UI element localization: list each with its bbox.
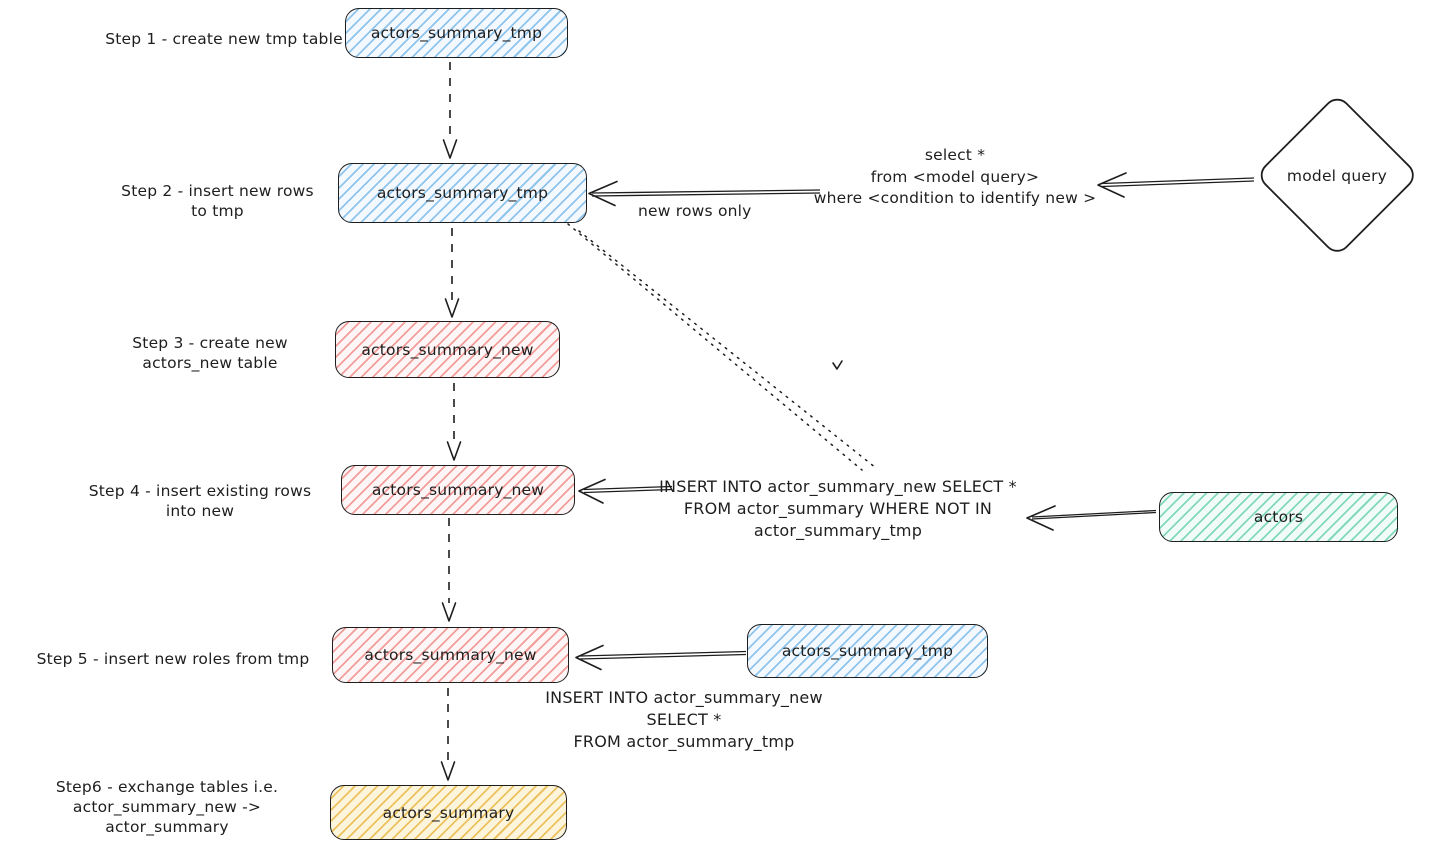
node-label: actors_summary — [382, 803, 515, 822]
arrow-select-query-to-step2[interactable] — [588, 180, 821, 207]
node-actors-table[interactable]: actors — [1159, 492, 1398, 542]
node-label: actors_summary_new — [371, 481, 545, 499]
node-step4-new-table[interactable]: actors_summary_new — [341, 465, 575, 515]
new-rows-only-label: new rows only — [638, 202, 752, 220]
arrow-model-query-to-select-query[interactable] — [1097, 172, 1255, 198]
arrow-step3-to-step4[interactable] — [446, 383, 462, 461]
model-query-diamond[interactable] — [1256, 94, 1418, 256]
step-6-label: Step6 - exchange tables i.e. actor_summa… — [55, 778, 279, 836]
dotted-link-step2-to-insert-existing[interactable] — [567, 223, 877, 471]
node-label: actors_summary_new — [361, 340, 534, 359]
step-2-label: Step 2 - insert new rows to tmp — [121, 182, 314, 220]
stray-mark — [832, 360, 843, 370]
select-query-annotation: select * from <model query> where <condi… — [813, 146, 1097, 207]
step-4-label: Step 4 - insert existing rows into new — [88, 482, 312, 520]
arrow-step1-to-step2[interactable] — [442, 62, 458, 159]
arrow-step4-to-step5[interactable] — [441, 518, 457, 622]
node-tmp-source-table[interactable]: actors_summary_tmp — [747, 624, 988, 678]
node-step6-summary-table[interactable]: actors_summary — [330, 785, 567, 840]
node-label: actors — [1253, 508, 1304, 526]
node-label: actors_summary_tmp — [376, 184, 549, 202]
node-label: actors_summary_tmp — [370, 24, 543, 42]
node-step5-new-table[interactable]: actors_summary_new — [332, 627, 569, 683]
node-label: actors_summary_tmp — [781, 642, 954, 660]
model-query-diamond-label: model query — [1286, 167, 1388, 185]
arrow-actors-to-insert-existing[interactable] — [1026, 505, 1157, 531]
arrow-step5-to-step6[interactable] — [440, 688, 456, 781]
insert-from-tmp-sql-annotation: INSERT INTO actor_summary_new SELECT * F… — [545, 688, 823, 751]
arrow-tmp-source-to-step5[interactable] — [575, 644, 747, 671]
node-step1-tmp-table[interactable]: actors_summary_tmp — [345, 8, 568, 58]
step-1-label: Step 1 - create new tmp table — [105, 30, 343, 48]
arrow-insert-existing-to-step4[interactable] — [578, 478, 673, 504]
step-5-label: Step 5 - insert new roles from tmp — [36, 650, 310, 668]
insert-existing-sql-annotation: INSERT INTO actor_summary_new SELECT * F… — [659, 477, 1017, 540]
node-step2-tmp-table[interactable]: actors_summary_tmp — [338, 163, 587, 223]
node-label: actors_summary_new — [364, 646, 537, 664]
node-step3-new-table[interactable]: actors_summary_new — [335, 321, 560, 378]
step-3-label: Step 3 - create new actors_new table — [132, 334, 288, 372]
arrow-step2-to-step3[interactable] — [444, 228, 460, 318]
